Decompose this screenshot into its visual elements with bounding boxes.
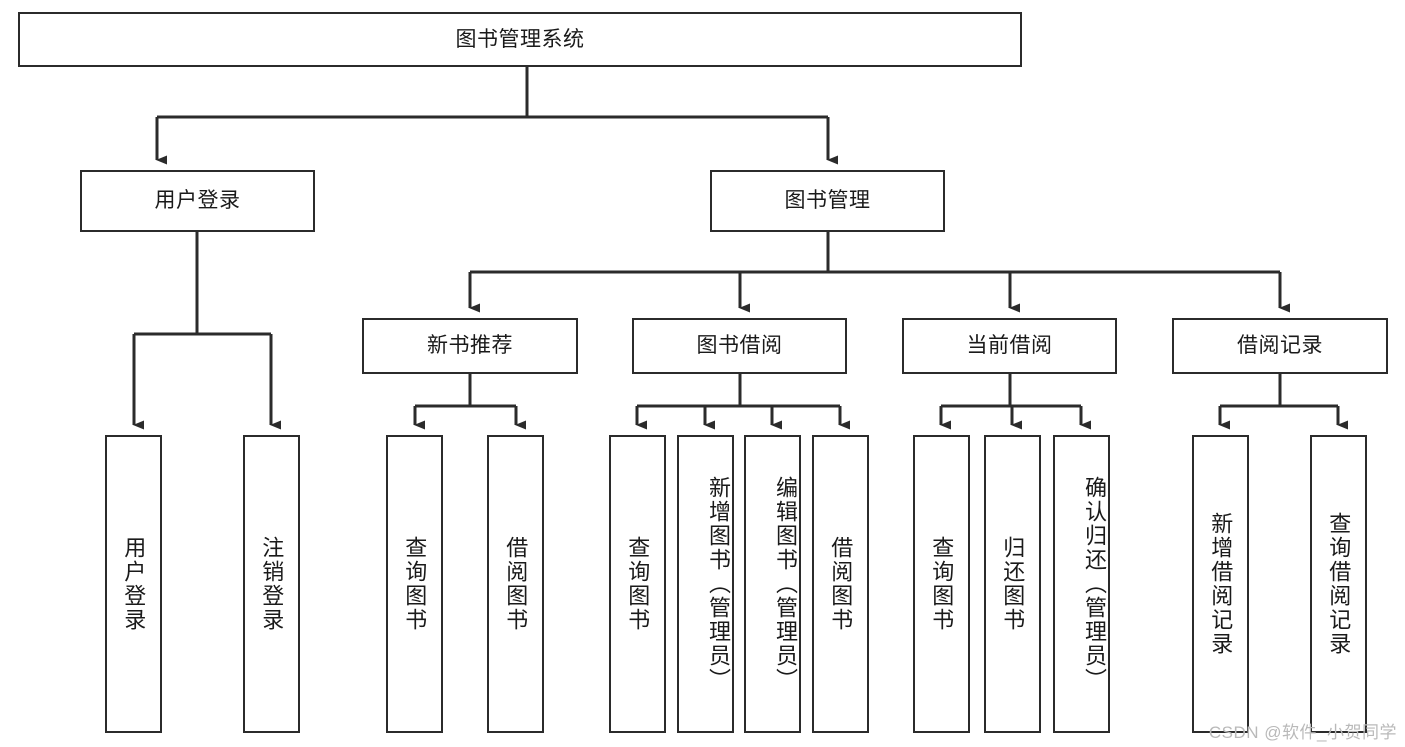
leaf-node-edit-book-admin[interactable]: 编辑图书（管理员） bbox=[744, 435, 801, 733]
leaf-node-confirm-return-admin[interactable]: 确认归还（管理员） bbox=[1053, 435, 1110, 733]
leaf-node-user-login[interactable]: 用户登录 bbox=[105, 435, 162, 733]
node-label: 新增图书（管理员） bbox=[706, 476, 731, 692]
edge-bookborrow-to-leaves bbox=[635, 374, 850, 430]
node-label: 查询图书 bbox=[929, 536, 955, 632]
node-label: 新书推荐 bbox=[427, 334, 513, 358]
edge-newbook-to-leaves bbox=[413, 374, 526, 430]
leaf-node-borrow-book-recommend[interactable]: 借阅图书 bbox=[487, 435, 544, 733]
leaf-node-query-book-borrow[interactable]: 查询图书 bbox=[609, 435, 666, 733]
node-label: 图书借阅 bbox=[696, 334, 783, 358]
node-label: 用户登录 bbox=[154, 189, 241, 213]
leaf-node-logout[interactable]: 注销登录 bbox=[243, 435, 300, 733]
leaf-node-add-book-admin[interactable]: 新增图书（管理员） bbox=[677, 435, 734, 733]
node-label: 图书管理 bbox=[784, 189, 871, 213]
node-book-management[interactable]: 图书管理 bbox=[710, 170, 945, 232]
node-label: 确认归还（管理员） bbox=[1082, 476, 1107, 692]
node-label: 用户登录 bbox=[121, 536, 147, 632]
node-label: 查询图书 bbox=[625, 536, 651, 632]
leaf-node-query-book-recommend[interactable]: 查询图书 bbox=[386, 435, 443, 733]
node-label: 编辑图书（管理员） bbox=[773, 476, 798, 692]
node-label: 查询图书 bbox=[402, 536, 428, 632]
node-label: 图书管理系统 bbox=[455, 27, 585, 51]
node-label: 归还图书 bbox=[1000, 536, 1026, 632]
leaf-node-query-borrow-record[interactable]: 查询借阅记录 bbox=[1310, 435, 1367, 733]
node-label: 借阅记录 bbox=[1237, 334, 1323, 358]
node-label: 当前借阅 bbox=[966, 334, 1053, 358]
leaf-node-query-book-current[interactable]: 查询图书 bbox=[913, 435, 970, 733]
node-book-management-system[interactable]: 图书管理系统 bbox=[18, 12, 1022, 67]
node-label: 借阅图书 bbox=[503, 536, 529, 632]
edge-bookmgmt-to-level2 bbox=[468, 232, 1290, 313]
node-label: 借阅图书 bbox=[828, 536, 854, 632]
node-user-login[interactable]: 用户登录 bbox=[80, 170, 315, 232]
node-label: 查询借阅记录 bbox=[1326, 512, 1352, 656]
leaf-node-return-book[interactable]: 归还图书 bbox=[984, 435, 1041, 733]
node-borrow-record[interactable]: 借阅记录 bbox=[1172, 318, 1388, 374]
leaf-node-add-borrow-record[interactable]: 新增借阅记录 bbox=[1192, 435, 1249, 733]
leaf-node-borrow-book[interactable]: 借阅图书 bbox=[812, 435, 869, 733]
node-current-borrow[interactable]: 当前借阅 bbox=[902, 318, 1117, 374]
edge-userlogin-to-leaves bbox=[132, 232, 281, 430]
edge-borrowrecord-to-leaves bbox=[1218, 374, 1348, 430]
edge-root-to-level1 bbox=[155, 67, 838, 165]
node-label: 注销登录 bbox=[259, 536, 285, 632]
node-label: 新增借阅记录 bbox=[1208, 512, 1234, 656]
node-new-book-recommend[interactable]: 新书推荐 bbox=[362, 318, 578, 374]
edge-currentborrow-to-leaves bbox=[939, 374, 1091, 430]
node-book-borrow[interactable]: 图书借阅 bbox=[632, 318, 847, 374]
